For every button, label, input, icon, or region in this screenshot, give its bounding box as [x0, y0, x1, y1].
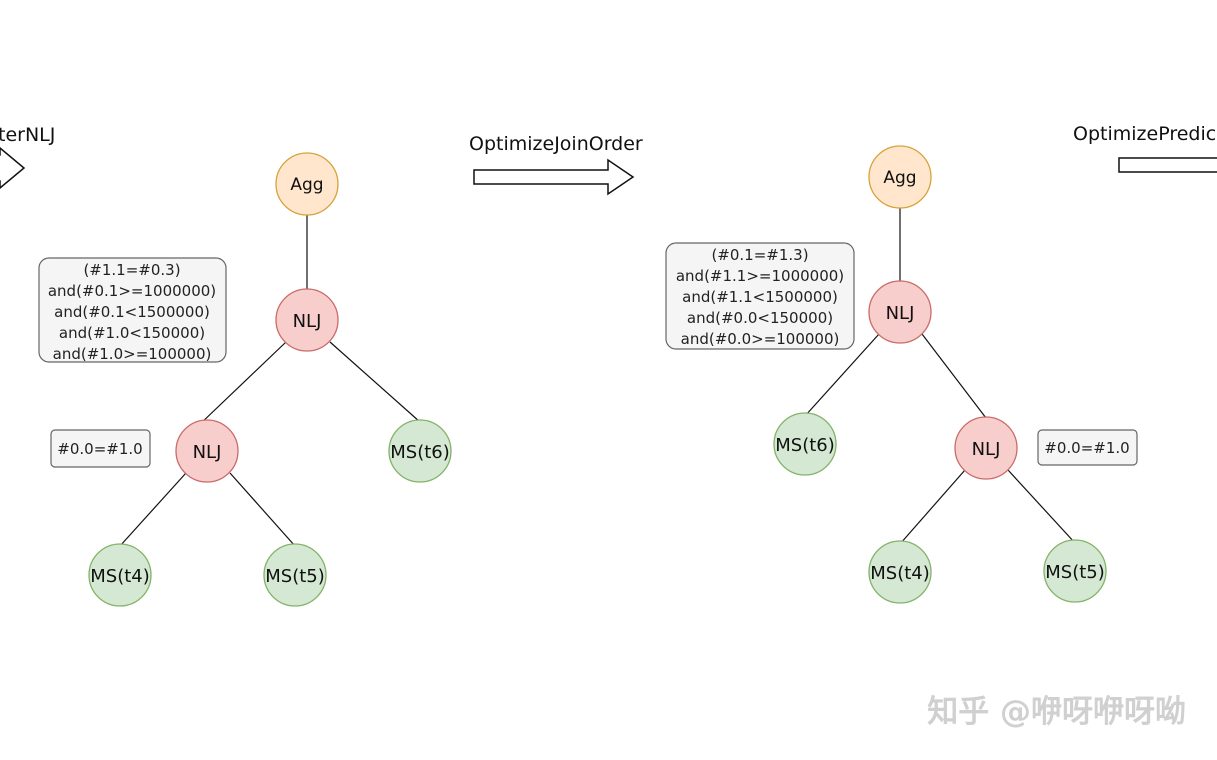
nlj-node-top-label: NLJ: [886, 303, 915, 324]
scan-node-t6[interactable]: MS(t6): [388, 419, 452, 483]
predicate-line: and(#1.0>=100000): [53, 345, 212, 363]
step-arrow-middle: [473, 158, 635, 196]
edge-nlj-scan-b: [899, 469, 966, 545]
edge-nlj-nlj: [921, 333, 987, 419]
nlj-node-inner-label: NLJ: [193, 442, 222, 463]
scan-node-t4-label: MS(t4): [870, 563, 930, 584]
predicate-box-inner: #0.0=#1.0: [1037, 429, 1138, 466]
scan-node-t6[interactable]: MS(t6): [773, 412, 837, 476]
scan-node-t6-label: MS(t6): [775, 435, 835, 456]
nlj-node-top[interactable]: NLJ: [275, 288, 339, 352]
predicate-line: (#1.1=#0.3): [83, 261, 180, 279]
scan-node-t5-label: MS(t5): [265, 566, 325, 587]
step-label-middle: OptimizeJoinOrder: [469, 133, 643, 155]
tree-before: Agg NLJ NLJ MS(t6) MS(t4) MS(t5) (#1.1=#…: [38, 152, 452, 607]
step-arrow-right: [1118, 157, 1217, 173]
step-label-left: terNLJ: [0, 124, 55, 146]
edge-nlj-scan-c: [329, 341, 421, 423]
predicate-inner-text: #0.0=#1.0: [1044, 439, 1129, 457]
predicate-box-top: (#1.1=#0.3) and(#0.1>=1000000) and(#0.1<…: [38, 257, 227, 363]
predicate-line: and(#1.1>=1000000): [676, 267, 844, 285]
scan-node-t5[interactable]: MS(t5): [1043, 539, 1107, 603]
scan-node-t4[interactable]: MS(t4): [88, 543, 152, 607]
agg-node[interactable]: Agg: [868, 145, 932, 209]
scan-node-t6-label: MS(t6): [390, 442, 450, 463]
step-label-right: OptimizePredic: [1073, 123, 1216, 145]
edge-nlj-nlj: [197, 341, 287, 427]
predicate-line: and(#0.1>=1000000): [48, 282, 216, 300]
edge-nlj-scan-a: [804, 333, 880, 417]
agg-node-label: Agg: [290, 175, 323, 195]
predicate-line: and(#0.1<1500000): [54, 303, 210, 321]
nlj-node-inner[interactable]: NLJ: [175, 419, 239, 483]
scan-node-t5-label: MS(t5): [1045, 562, 1105, 583]
step-arrow-left: [0, 147, 26, 189]
watermark: 知乎 @咿呀咿呀呦: [927, 694, 1186, 730]
predicate-line: and(#0.0>=100000): [681, 330, 840, 348]
agg-node-label: Agg: [883, 168, 916, 188]
scan-node-t4-label: MS(t4): [90, 566, 150, 587]
predicate-line: (#0.1=#1.3): [711, 246, 808, 264]
predicate-box-inner: #0.0=#1.0: [50, 429, 151, 468]
predicate-box-top: (#0.1=#1.3) and(#1.1>=1000000) and(#1.1<…: [665, 242, 855, 350]
tree-after: Agg NLJ MS(t6) NLJ MS(t4) MS(t5) (#0.1=#…: [665, 145, 1138, 604]
predicate-line: and(#1.1<1500000): [682, 288, 838, 306]
predicate-inner-text: #0.0=#1.0: [57, 440, 142, 458]
edge-nlj-scan-a: [119, 472, 187, 547]
nlj-node-top[interactable]: NLJ: [868, 280, 932, 344]
nlj-node-inner[interactable]: NLJ: [954, 416, 1018, 480]
nlj-node-top-label: NLJ: [293, 311, 322, 332]
predicate-line: and(#0.0<150000): [687, 309, 833, 327]
edge-nlj-scan-c: [1007, 469, 1076, 544]
nlj-node-inner-label: NLJ: [972, 439, 1001, 460]
edge-nlj-scan-b: [229, 472, 296, 547]
agg-node[interactable]: Agg: [275, 152, 339, 216]
scan-node-t4[interactable]: MS(t4): [868, 540, 932, 604]
predicate-line: and(#1.0<150000): [59, 324, 205, 342]
scan-node-t5[interactable]: MS(t5): [263, 543, 327, 607]
